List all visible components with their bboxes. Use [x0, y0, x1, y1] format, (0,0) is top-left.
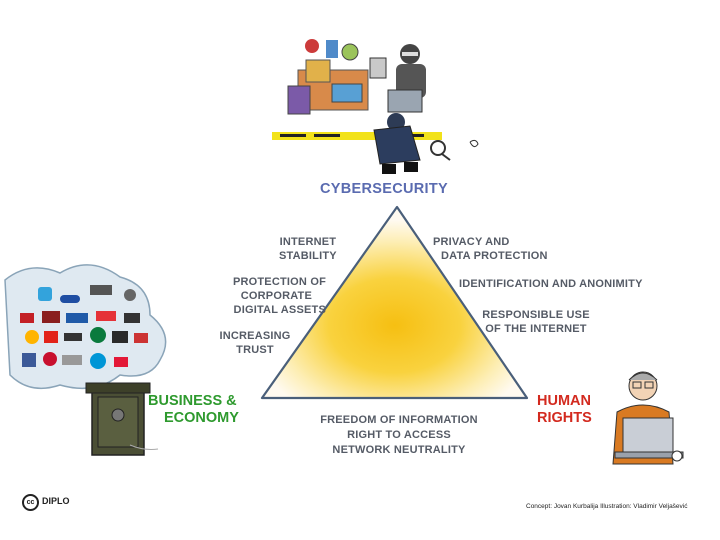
- diplo-logo: DIPLO: [42, 496, 70, 506]
- illustration-credit: Concept: Jovan Kurbalija Illustration: V…: [526, 503, 688, 510]
- bottom-labels: FREEDOM OF INFORMATION RIGHT TO ACCESS N…: [310, 413, 488, 458]
- increasing-trust-label: INCREASING TRUST: [218, 329, 292, 357]
- person-at-laptop-illustration: [595, 360, 705, 470]
- network-neutrality-label: NETWORK NEUTRALITY: [310, 443, 488, 458]
- identification-label: IDENTIFICATION AND ANONIMITY: [459, 277, 643, 291]
- business-economy-label: BUSINESS & ECONOMY: [148, 393, 239, 427]
- protection-label: PROTECTION OF CORPORATE DIGITAL ASSETS: [208, 275, 326, 317]
- internet-stability-label: INTERNET STABILITY: [279, 235, 337, 263]
- right-to-access-label: RIGHT TO ACCESS: [310, 428, 488, 443]
- brand-logos-cloud: [0, 255, 180, 460]
- privacy-label: PRIVACY AND DATA PROTECTION: [433, 235, 548, 263]
- freedom-of-information-label: FREEDOM OF INFORMATION: [310, 413, 488, 428]
- responsible-use-label: RESPONSIBLE USE OF THE INTERNET: [475, 308, 597, 336]
- creative-commons-icon: cc: [22, 494, 39, 511]
- human-rights-label: HUMAN RIGHTS: [537, 393, 592, 427]
